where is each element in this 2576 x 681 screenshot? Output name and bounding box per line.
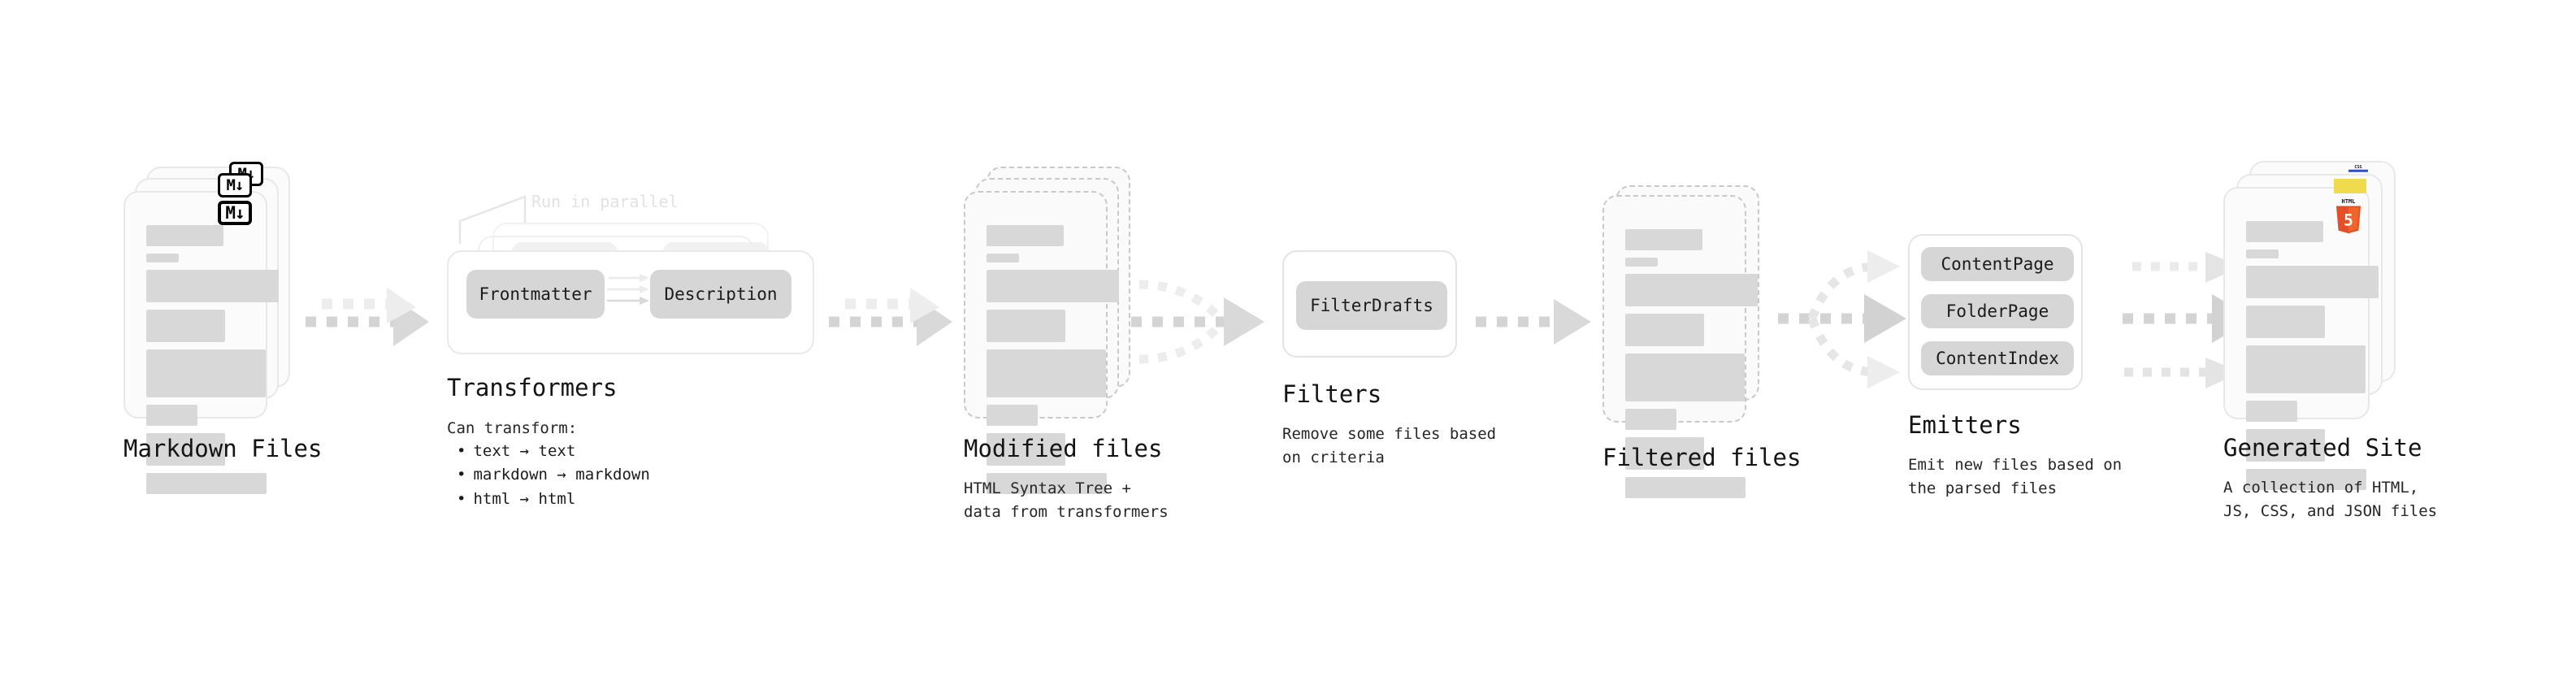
arrow-fan-out-icon: [1778, 250, 1906, 388]
stage-filtered-files: Filtered files: [1602, 185, 1801, 498]
emitters-panel: ContentPage FolderPage ContentIndex: [1908, 234, 2083, 390]
html5-badge-number: 5: [2344, 210, 2353, 229]
stage-title-generated-site: Generated Site: [2223, 434, 2422, 462]
transformers-subtitle: Can transform:: [447, 419, 578, 437]
transformer-panel-front: Frontmatter Description: [447, 250, 814, 354]
emitter-pill-contentpage[interactable]: ContentPage: [1921, 247, 2074, 281]
css-badge-icon: CSS: [2348, 165, 2368, 172]
html5-badge-icon: HTML 5: [2335, 197, 2361, 234]
stage-title-filters: Filters: [1282, 380, 1382, 408]
html5-badge-wordmark: HTML: [2341, 197, 2355, 205]
arrow-single-icon: [829, 288, 952, 346]
connector-modified-to-filters: [1128, 262, 1282, 382]
site-doc-lines: [2246, 221, 2379, 497]
transformer-pill-label: Frontmatter: [479, 284, 592, 304]
modified-card-stack: [964, 167, 1138, 494]
markdown-badge-text: M↓: [226, 176, 245, 194]
stage-title-transformers: Transformers: [447, 374, 618, 401]
transformers-bullet-list: text → text markdown → markdown html → h…: [457, 440, 650, 511]
stage-generated-site: CSS HTML 5 Generated Site A collection o…: [2223, 161, 2437, 520]
stage-title-emitters: Emitters: [1908, 411, 2022, 439]
run-in-parallel-label: Run in parallel: [531, 192, 679, 211]
emitter-pill-label: FolderPage: [1945, 301, 2049, 321]
emitters-subtitle: Emit new files based on the parsed files: [1908, 456, 2123, 497]
filter-pill-label: FilterDrafts: [1310, 296, 1433, 315]
markdown-doc-lines: [146, 225, 279, 501]
connector-filters-to-filtered: [1472, 283, 1602, 361]
filtered-doc-lines: [1625, 229, 1758, 505]
emitter-pill-label: ContentIndex: [1936, 349, 2059, 368]
list-item: html → html: [457, 488, 650, 511]
list-item: text → text: [457, 440, 650, 463]
filters-subtitle: Remove some files based on criteria: [1282, 425, 1497, 466]
markdown-badge-back-1: M↓: [218, 173, 252, 197]
transformer-pill-frontmatter[interactable]: Frontmatter: [466, 270, 605, 319]
stage-markdown-files: M↓ M↓ M↓ Markdown Files: [124, 162, 322, 494]
list-item: markdown → markdown: [457, 463, 649, 487]
modified-card-front: [964, 191, 1119, 494]
js-badge-icon: [2334, 179, 2366, 193]
modified-doc-lines: [987, 225, 1119, 501]
markdown-card-stack: M↓ M↓ M↓: [124, 162, 298, 494]
connector-md-to-transformers: [302, 283, 445, 361]
stage-title-markdown-files: Markdown Files: [124, 435, 323, 462]
css-badge-text: CSS: [2354, 165, 2361, 170]
transformer-pill-label: Description: [664, 284, 778, 304]
stage-title-modified-files: Modified files: [964, 435, 1163, 462]
arrow-fan-in-icon: [1131, 280, 1264, 364]
stage-modified-files: Modified files HTML Syntax Tree + data f…: [964, 167, 1169, 521]
markdown-badge-text: M↓: [225, 202, 245, 223]
connector-transformers-to-modified: [826, 283, 969, 361]
transformer-link-arrow-icon: [607, 274, 649, 305]
generated-site-subtitle: A collection of HTML, JS, CSS, and JSON …: [2223, 479, 2438, 520]
emitter-pill-contentindex[interactable]: ContentIndex: [1921, 341, 2074, 375]
site-card-stack: CSS HTML 5: [2223, 161, 2410, 490]
modified-files-subtitle: HTML Syntax Tree + data from transformer…: [964, 479, 1169, 521]
emitter-pill-label: ContentPage: [1941, 254, 2054, 274]
arrow-single-icon: [306, 288, 429, 346]
connector-filtered-to-emitters: [1776, 244, 1939, 398]
stage-title-filtered-files: Filtered files: [1602, 444, 1802, 471]
filtered-card-front: [1602, 195, 1758, 498]
emitter-pill-folderpage[interactable]: FolderPage: [1921, 294, 2074, 328]
filtered-card-stack: [1602, 185, 1777, 498]
filters-panel: FilterDrafts: [1282, 250, 1457, 358]
filter-pill-filterdrafts[interactable]: FilterDrafts: [1296, 281, 1447, 330]
transformer-pill-description[interactable]: Description: [650, 270, 791, 319]
arrow-single-icon: [1476, 299, 1591, 345]
markdown-badge: M↓: [218, 201, 252, 225]
run-in-parallel-bracket-icon: [458, 195, 527, 244]
markdown-card-front: [124, 191, 279, 494]
